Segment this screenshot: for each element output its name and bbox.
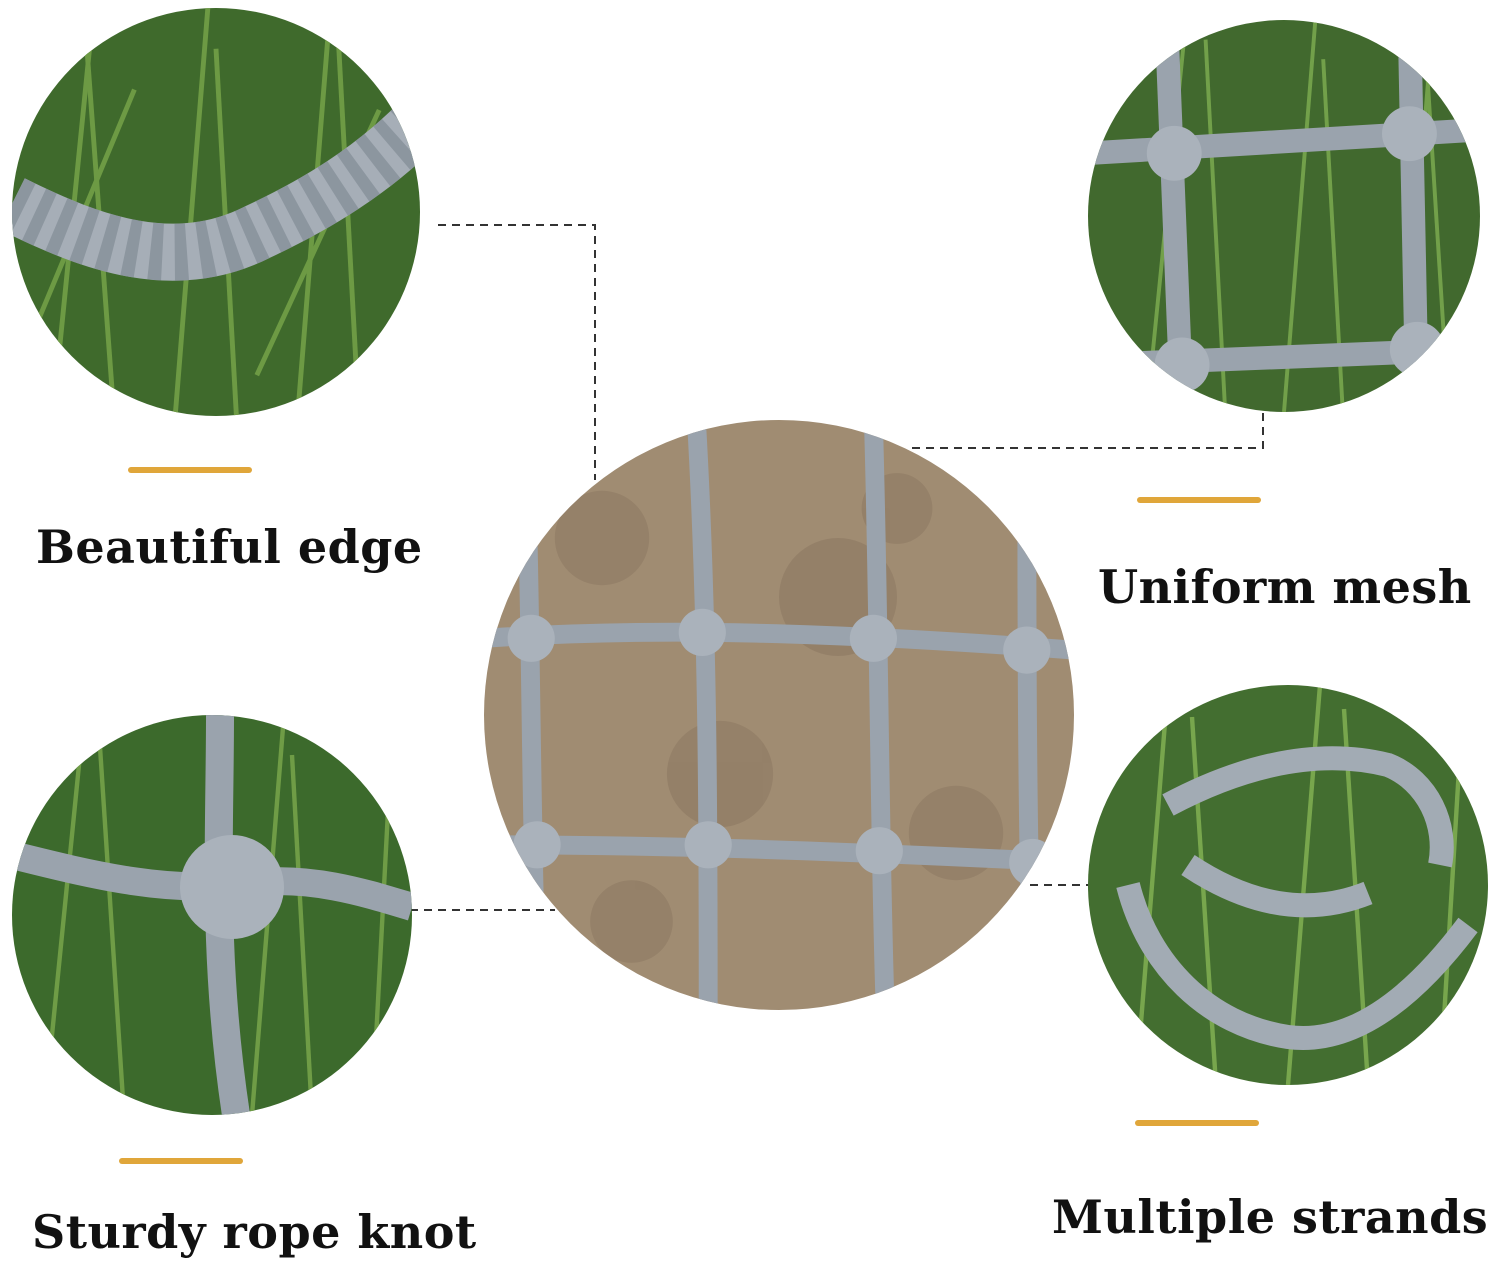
uniform-mesh-caption: Uniform mesh xyxy=(1098,560,1472,614)
sturdy-rope-knot-photo xyxy=(12,715,412,1115)
connector-edge xyxy=(438,224,596,480)
sturdy-rope-knot-underline xyxy=(119,1158,243,1164)
beautiful-edge-underline xyxy=(128,467,252,473)
beautiful-edge-caption: Beautiful edge xyxy=(36,520,423,574)
beautiful-edge-photo xyxy=(12,8,420,416)
connector-mesh xyxy=(912,405,1264,449)
sturdy-rope-knot-caption: Sturdy rope knot xyxy=(32,1205,477,1259)
multiple-strands-underline xyxy=(1135,1120,1259,1126)
multiple-strands-photo xyxy=(1088,685,1488,1085)
multiple-strands-caption: Multiple strands xyxy=(1052,1190,1489,1244)
net-center-photo xyxy=(484,420,1074,1010)
uniform-mesh-underline xyxy=(1137,497,1261,503)
uniform-mesh-photo xyxy=(1088,20,1480,412)
